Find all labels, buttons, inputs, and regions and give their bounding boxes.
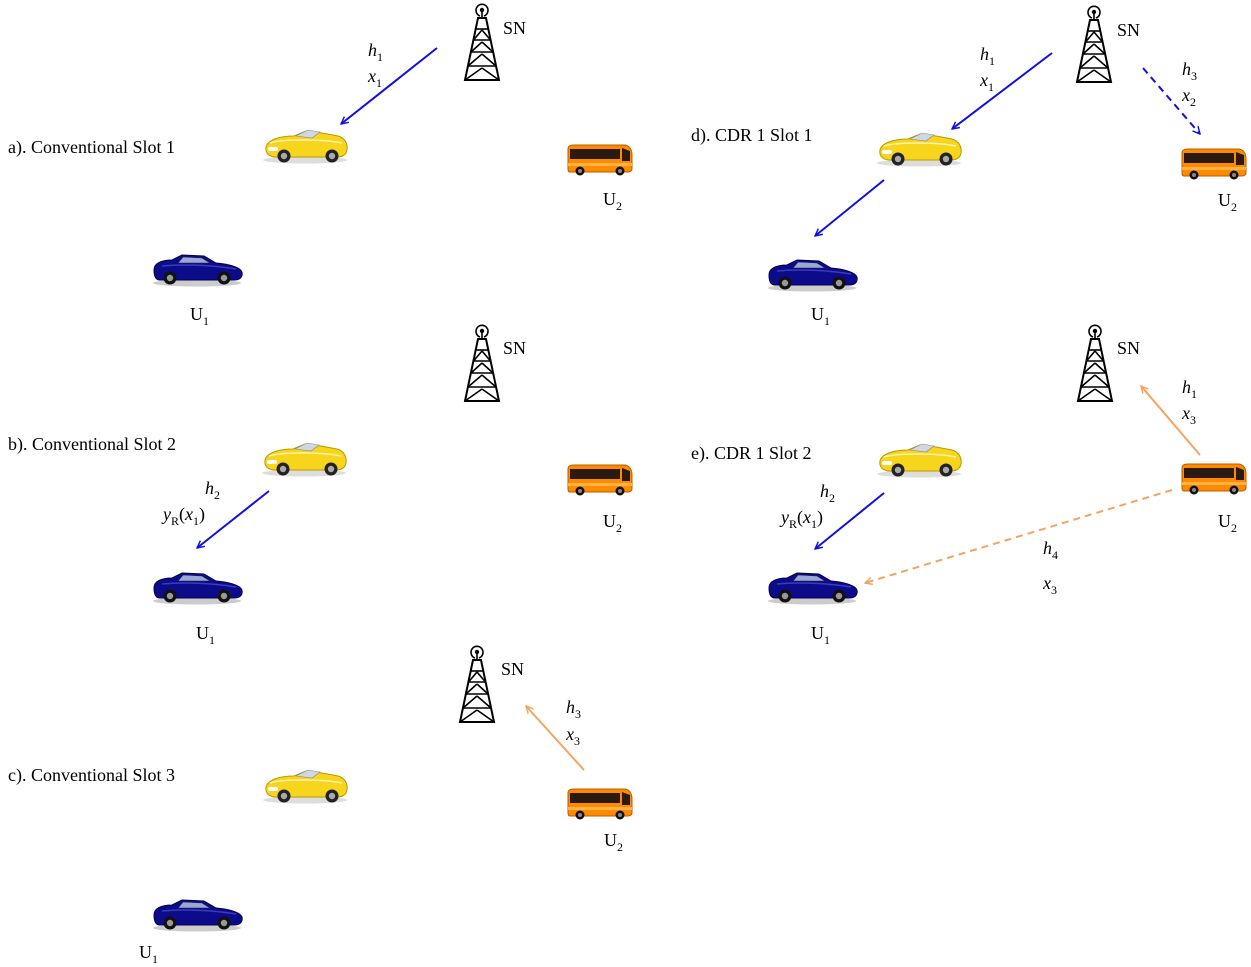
u1-label: U1 [139,942,158,966]
yellow-car-icon [876,443,962,479]
sn-label: SN [1117,20,1140,40]
link-h3-sn-u2-dashed [1142,67,1200,134]
h4-label: h4 [1043,538,1058,562]
link-h1-u2-sn [1141,386,1201,456]
link-h3-u2-sn [526,706,585,771]
blue-car-icon [152,572,243,606]
h2-label: h2 [205,478,220,502]
u2-label: U2 [604,830,623,854]
yr-x1-label: yR(x1) [779,507,823,531]
link-relay-u1 [815,179,885,236]
blue-car-icon [767,259,858,293]
panel-b: SN b). Conventional Slot 2 U2 h2 yR(x1) … [8,324,633,647]
orange-bus-icon [1181,463,1247,495]
orange-bus-icon [567,788,633,820]
x3-label: x3 [1181,403,1196,427]
panel-c-title: c). Conventional Slot 3 [8,765,175,786]
orange-bus-icon [567,464,633,496]
u2-label: U2 [1218,511,1237,535]
blue-car-icon [767,572,858,606]
yr-x1-label: yR(x1) [161,504,205,528]
link-h1-sn-relay [341,47,438,124]
panel-d: SN h1 x1 h3 x2 d). CDR 1 Slot 1 U2 U1 [691,5,1247,328]
u1-label: U1 [196,623,215,647]
h3-label: h3 [566,697,581,721]
orange-bus-icon [567,144,633,176]
u2-label: U2 [603,511,622,535]
x3-label: x3 [565,724,580,748]
h1-label: h1 [1182,377,1197,401]
cell-tower-icon [459,645,495,723]
panel-e-title: e). CDR 1 Slot 2 [691,443,812,464]
panel-d-title: d). CDR 1 Slot 1 [691,125,813,146]
x3-label: x3 [1042,573,1057,597]
panel-a: SN h1 x1 a). Conventional Slot 1 U2 U1 [8,3,633,328]
sn-label: SN [1117,338,1140,358]
cell-tower-icon [1076,5,1112,83]
yellow-car-icon [876,132,962,168]
link-h1-sn-relay [952,52,1053,129]
panel-c: SN h3 x3 c). Conventional Slot 3 U2 U1 [8,645,633,966]
u1-label: U1 [190,304,209,328]
panel-a-title: a). Conventional Slot 1 [8,137,175,158]
u1-label: U1 [811,623,830,647]
u2-label: U2 [1218,190,1237,214]
u1-label: U1 [811,304,830,328]
h1-label: h1 [980,44,995,68]
h2-label: h2 [820,481,835,505]
yellow-car-icon [261,442,347,478]
yellow-car-icon [262,129,348,165]
link-h2-relay-u1 [815,492,885,549]
cell-tower-icon [1077,324,1113,402]
blue-car-icon [152,899,243,933]
blue-car-icon [152,254,243,288]
cell-tower-icon [464,324,500,402]
link-h2-relay-u1 [197,490,270,548]
sn-label: SN [501,659,524,679]
u2-label: U2 [603,189,622,213]
orange-bus-icon [1181,148,1247,180]
link-h4-u2-u1-dashed [865,489,1173,583]
panel-e: SN h1 x3 e). CDR 1 Slot 2 U2 h2 yR(x1) h… [691,324,1247,647]
h3-label: h3 [1182,59,1197,83]
x1-label: x1 [979,70,994,94]
panel-b-title: b). Conventional Slot 2 [8,434,176,455]
h1-label: h1 [368,40,383,64]
x2-label: x2 [1181,85,1196,109]
sn-label: SN [503,18,526,38]
yellow-car-icon [262,769,348,805]
x1-label: x1 [367,66,382,90]
cell-tower-icon [464,3,500,81]
sn-label: SN [503,338,526,358]
